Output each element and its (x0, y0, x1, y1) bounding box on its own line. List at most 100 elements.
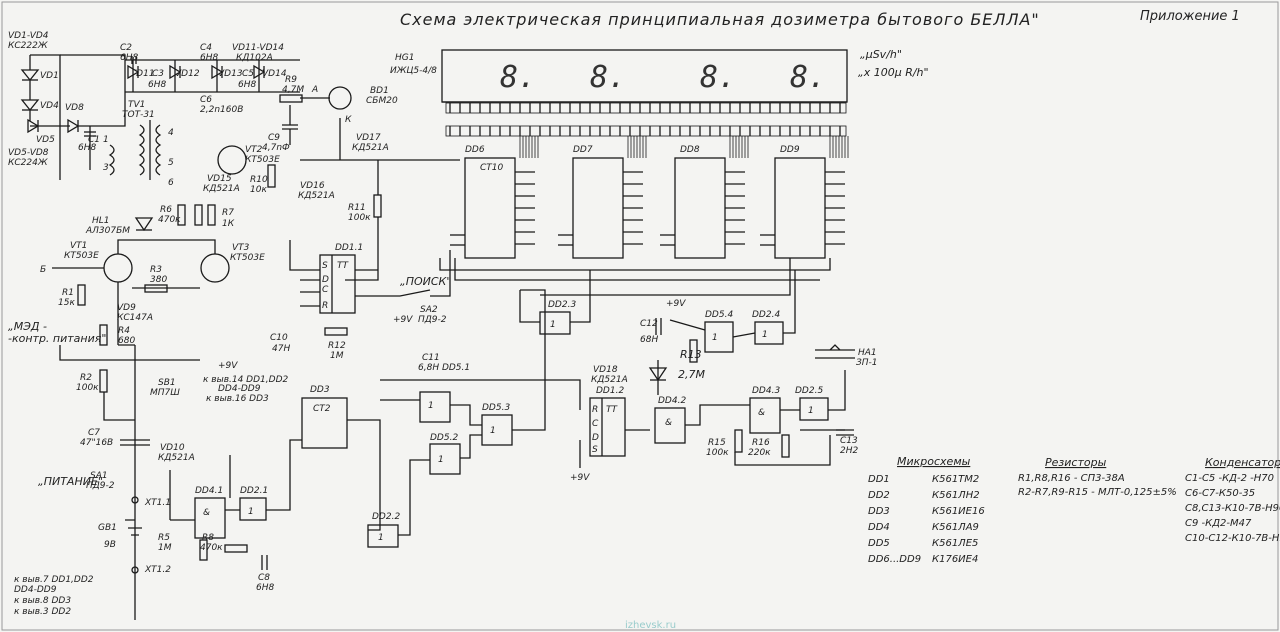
vd18-type: КД521А (591, 375, 628, 385)
med-label-2: -контр. питания" (8, 332, 106, 345)
r11-value: 100к (348, 213, 371, 223)
r11-label: R11 (348, 203, 366, 213)
dd9-ref: DD9 (780, 145, 800, 155)
c2-label: C2 (120, 43, 132, 53)
sa2-label: SA2 (420, 305, 438, 315)
xt11-label: XT1.1 (144, 498, 171, 508)
r10-value: 10к (250, 185, 267, 195)
plus9-poisk: +9V (393, 315, 413, 325)
svg-text:D: D (322, 275, 329, 285)
c9-label: C9 (268, 133, 280, 143)
c12-label: C12 (640, 319, 658, 329)
transistor-vt2 (217, 145, 247, 175)
hg1-ref: HG1 (395, 53, 414, 63)
r7-label: R7 (222, 208, 234, 218)
gate-dd43: DD4.3 & (749, 386, 781, 434)
gate-dd42: DD4.2 & (654, 396, 686, 444)
kc224-label: КС224Ж (8, 158, 48, 168)
sa1-label: SA1 (90, 471, 108, 481)
r3-label: R3 (150, 265, 162, 275)
dd3-ct: CT2 (313, 404, 331, 414)
c3-label: C3 (152, 69, 164, 79)
legend-micro-value: К561ЛЕ5 (932, 538, 978, 549)
dd8-ref: DD8 (680, 145, 700, 155)
vd16-type: КД521А (298, 191, 335, 201)
legend-micro-ref: DD1 (868, 474, 890, 485)
dd4dd9-label: DD4-DD9 (218, 384, 261, 394)
legend-micro-ref: DD3 (868, 506, 890, 517)
c11-value: 6,8Н DD5.1 (418, 363, 470, 373)
dd23-label: DD2.3 (548, 300, 576, 310)
vd8-label: VD8 (65, 103, 84, 113)
gate-dd41: DD4.1 & (194, 486, 226, 539)
gate-dd51: 1 (419, 391, 451, 423)
c2-value: 6Н8 (120, 53, 138, 63)
display-hg1: 8. 8. 8. 8. HG1 ИЖЦ5-4/8 „μSv/h" „х 100μ… (390, 48, 929, 137)
legend-micro-ref: DD6...DD9 (868, 554, 921, 565)
svg-text:C: C (322, 285, 329, 295)
hl1-label: HL1 (92, 216, 110, 226)
k16-label: к выв.16 DD3 (206, 394, 269, 404)
dd25-label: DD2.5 (795, 386, 823, 396)
vd17-type: КД521А (352, 143, 389, 153)
dd12-label: DD1.2 (596, 386, 624, 396)
note-dd4dd9: DD4-DD9 (14, 585, 57, 595)
bd1-label: BD1 (370, 86, 389, 96)
vt3-label: VT3 (232, 243, 250, 253)
vd5-vd8-label: VD5-VD8 (8, 148, 49, 158)
vt3-type: КТ503Е (230, 253, 265, 263)
dd12-tt: TT (606, 405, 618, 415)
gate-dd21: DD2.1 1 (239, 486, 268, 521)
legend-micro-ref: DD2 (868, 490, 890, 501)
r9-label: R9 (285, 75, 297, 85)
hg1-type: ИЖЦ5-4/8 (390, 66, 437, 76)
c7-label: C7 (88, 428, 100, 438)
buzzer-ha1 (815, 344, 855, 359)
note-k3: к выв.3 DD2 (14, 607, 71, 617)
ha1-type: ЗП-1 (856, 358, 878, 368)
legend-cap-3: C8,C13-К10-7В-Н90 (1185, 503, 1280, 514)
legend-micro-value: К561ИЕ16 (932, 506, 985, 517)
gate-dd22: DD2.2 1 (367, 512, 400, 548)
al307-label: АЛ307БМ (85, 226, 130, 236)
c3-value: 6Н8 (148, 80, 166, 90)
xt12-label: XT1.2 (144, 565, 171, 575)
r9-value: 4,7М (282, 85, 304, 95)
c1-label: C1 (88, 135, 100, 145)
svg-text:A: A (311, 85, 318, 95)
dd3-label: DD3 (310, 385, 330, 395)
gb1-label: GB1 (98, 523, 117, 533)
sheet-title: Схема электрическая принципиальная дозим… (400, 10, 1040, 29)
r13-label: R13 (680, 348, 702, 361)
gate-dd25: DD2.5 1 (795, 386, 829, 421)
display-digit-3: 8. (700, 60, 736, 95)
search-label: „ПОИСК" (400, 275, 451, 288)
svg-text:3: 3 (103, 163, 109, 173)
c4-value: 6Н8 (200, 53, 218, 63)
counter-dd7: DD7 (572, 145, 624, 259)
r15-value: 100к (706, 448, 729, 458)
ha1-label: HA1 (858, 348, 877, 358)
legend-res-title: Резисторы (1045, 456, 1107, 469)
dd24-label: DD2.4 (752, 310, 780, 320)
dd6-ct: CT10 (480, 163, 504, 173)
counter-dd6: DD6 CT10 (464, 145, 516, 259)
plus9-dd12: +9V (570, 473, 590, 483)
dd53-label: DD5.3 (482, 403, 510, 413)
gate-dd53: DD5.3 1 (481, 403, 513, 446)
tv1-label: TV1 (128, 100, 145, 110)
svg-text:1: 1 (378, 533, 384, 543)
r6-value: 470к (158, 215, 181, 225)
gate-dd52: DD5.2 1 (429, 433, 461, 475)
k14-label: к выв.14 DD1,DD2 (203, 375, 288, 385)
plus9v-label: +9V (218, 361, 238, 371)
r2-label: R2 (80, 373, 92, 383)
geiger-tube-bd1 (328, 86, 352, 110)
dd54-label: DD5.4 (705, 310, 733, 320)
vt2-label: VT2 (245, 145, 263, 155)
flipflop-dd11: DD1.1 TT SD CR (319, 243, 363, 314)
svg-text:4: 4 (168, 128, 174, 138)
r5-value: 1М (158, 543, 172, 553)
